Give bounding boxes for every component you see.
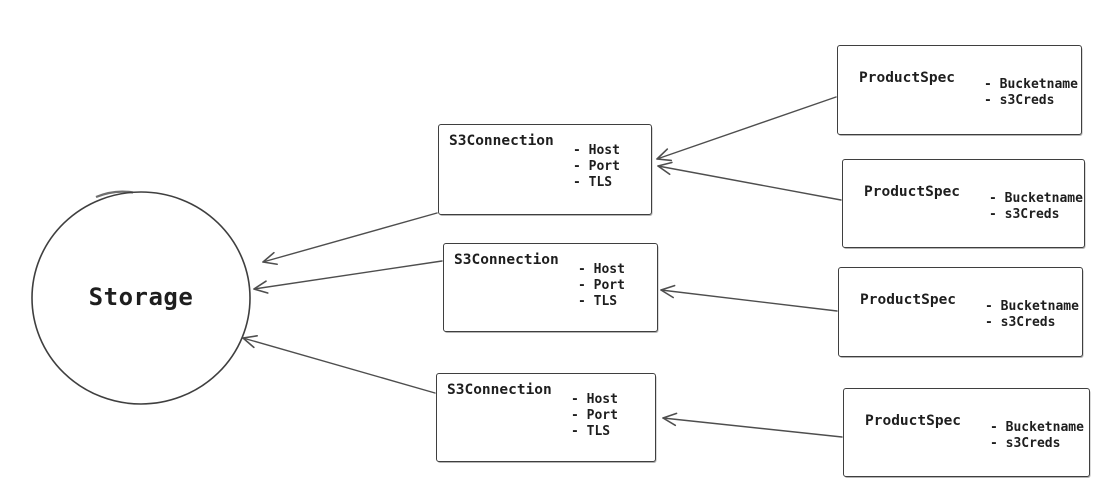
s3connection-2-attrs: - Host - Port - TLS xyxy=(578,262,625,310)
attr-bucketname: - Bucketname xyxy=(989,191,1083,206)
s3connection-box-2: S3Connection - Host - Port - TLS xyxy=(443,243,658,332)
attr-host: - Host xyxy=(578,262,625,277)
productspec-1-attrs: - Bucketname - s3Creds xyxy=(984,77,1078,109)
productspec-box-4: ProductSpec - Bucketname - s3Creds xyxy=(843,388,1090,477)
attr-bucketname: - Bucketname xyxy=(985,299,1079,314)
productspec-3-attrs: - Bucketname - s3Creds xyxy=(985,299,1079,331)
s3connection-box-3: S3Connection - Host - Port - TLS xyxy=(436,373,656,462)
productspec-4-attrs: - Bucketname - s3Creds xyxy=(990,420,1084,452)
attr-s3creds: - s3Creds xyxy=(990,436,1061,451)
attr-s3creds: - s3Creds xyxy=(985,315,1056,330)
storage-node-label: Storage xyxy=(88,283,194,311)
attr-port: - Port xyxy=(573,159,620,174)
arrow-productspec3-to-s3connection2 xyxy=(660,284,838,312)
attr-port: - Port xyxy=(578,278,625,293)
productspec-3-title: ProductSpec xyxy=(860,292,957,308)
arrow-s3connection2-to-storage xyxy=(253,260,443,294)
storage-circle xyxy=(31,191,251,405)
productspec-2-attrs: - Bucketname - s3Creds xyxy=(989,191,1083,223)
s3connection-1-attrs: - Host - Port - TLS xyxy=(573,143,620,191)
arrow-productspec1-to-s3connection1 xyxy=(656,96,837,162)
attr-tls: - TLS xyxy=(578,294,618,309)
attr-s3creds: - s3Creds xyxy=(984,93,1055,108)
productspec-box-2: ProductSpec - Bucketname - s3Creds xyxy=(842,159,1085,248)
arrow-productspec2-to-s3connection1 xyxy=(657,161,842,201)
s3connection-3-attrs: - Host - Port - TLS xyxy=(571,392,618,440)
productspec-4-title: ProductSpec xyxy=(865,413,962,429)
attr-bucketname: - Bucketname xyxy=(984,77,1078,92)
productspec-box-3: ProductSpec - Bucketname - s3Creds xyxy=(838,267,1083,357)
arrow-productspec4-to-s3connection3 xyxy=(662,412,843,438)
attr-s3creds: - s3Creds xyxy=(989,207,1060,222)
s3connection-3-title: S3Connection xyxy=(447,382,552,398)
productspec-2-title: ProductSpec xyxy=(864,184,961,200)
productspec-box-1: ProductSpec - Bucketname - s3Creds xyxy=(837,45,1082,135)
s3connection-box-1: S3Connection - Host - Port - TLS xyxy=(438,124,652,215)
arrow-s3connection1-to-storage xyxy=(262,212,438,266)
attr-bucketname: - Bucketname xyxy=(990,420,1084,435)
attr-tls: - TLS xyxy=(571,424,611,439)
arrow-s3connection3-to-storage xyxy=(242,335,436,394)
s3connection-2-title: S3Connection xyxy=(454,252,559,268)
s3connection-1-title: S3Connection xyxy=(449,133,554,149)
productspec-1-title: ProductSpec xyxy=(859,70,956,86)
attr-port: - Port xyxy=(571,408,618,423)
attr-host: - Host xyxy=(573,143,620,158)
attr-host: - Host xyxy=(571,392,618,407)
attr-tls: - TLS xyxy=(573,175,613,190)
storage-circle-overlap-stroke xyxy=(95,190,134,199)
